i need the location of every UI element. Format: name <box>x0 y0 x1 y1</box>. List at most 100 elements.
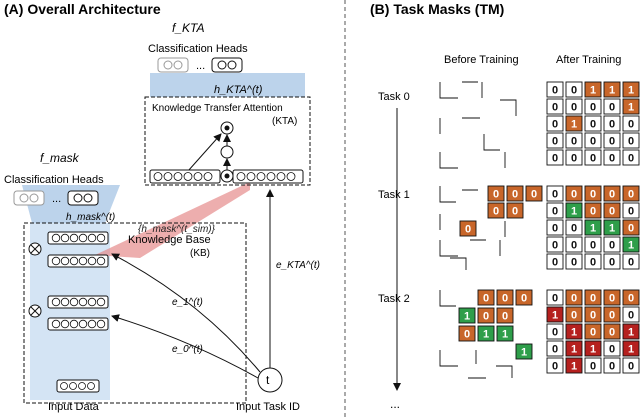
h-mask-sim-label: {h_mask^(t_sim)} <box>138 224 216 235</box>
task2-after-value: 0 <box>552 293 558 305</box>
task2-after-cell <box>603 323 621 340</box>
task1-after-cell <box>603 253 621 270</box>
task2-after-value: 0 <box>609 344 615 356</box>
task1-after-cell <box>622 219 640 236</box>
task0-after-value: 0 <box>590 119 596 131</box>
task0-label: Task 0 <box>378 91 410 103</box>
task1-after-value: 0 <box>590 240 596 252</box>
task2-after-cell <box>546 289 564 306</box>
task0-after-cell <box>565 81 583 98</box>
task1-after-cell <box>622 185 640 202</box>
task2-after-cell <box>603 306 621 323</box>
f-mask-label: f_mask <box>40 151 80 165</box>
mask-head-box-2 <box>67 190 99 206</box>
task2-after-value: 0 <box>609 361 615 373</box>
task2-after-value: 1 <box>590 344 596 356</box>
task0-after-cell <box>565 149 583 166</box>
task0-after-cell <box>584 98 602 115</box>
task1-after-value: 0 <box>571 240 577 252</box>
task1-before-value: 0 <box>531 189 537 201</box>
task1-before-cell <box>525 185 543 202</box>
task0-after-cell <box>603 132 621 149</box>
e0-arrow <box>111 314 259 379</box>
task0-after-value: 0 <box>571 153 577 165</box>
task2-after-cell <box>622 289 640 306</box>
task0-after-cell <box>584 149 602 166</box>
task0-after-value: 1 <box>590 85 596 97</box>
task1-label: Task 1 <box>378 189 410 201</box>
task1-after-cell <box>546 236 564 253</box>
kta-input-vector-left <box>149 169 221 184</box>
f-kta-label: f_KTA <box>172 21 204 35</box>
task0-after-value: 0 <box>609 102 615 114</box>
task1-after-cell <box>622 253 640 270</box>
empty-cell-outline <box>439 214 506 237</box>
task2-after-cell <box>584 340 602 357</box>
task1-after-value: 0 <box>609 257 615 269</box>
task0-after-cell <box>546 115 564 132</box>
task0-after-cell <box>565 132 583 149</box>
empty-cell-outline <box>439 239 501 257</box>
task2-after-cell <box>603 340 621 357</box>
task1-before-value: 0 <box>493 189 499 201</box>
task2-before-value: 1 <box>483 329 489 341</box>
task0-after-value: 0 <box>571 102 577 114</box>
task1-before-value: 0 <box>493 206 499 218</box>
empty-cell-outline <box>462 81 483 98</box>
task2-after-value: 0 <box>628 293 634 305</box>
empty-cell-outline <box>483 134 500 151</box>
task0-after-value: 0 <box>609 119 615 131</box>
e-kta-label: e_KTA^(t) <box>276 260 320 271</box>
task2-after-cell <box>546 357 564 374</box>
task1-before-value: 0 <box>512 189 518 201</box>
task0-after-value: 0 <box>552 119 558 131</box>
task2-before-cell <box>458 307 476 324</box>
task0-after-value: 0 <box>590 136 596 148</box>
task2-after-value: 0 <box>552 361 558 373</box>
task2-before-value: 1 <box>464 311 470 323</box>
task1-after-value: 0 <box>571 223 577 235</box>
task1-before-cell <box>506 202 524 219</box>
task2-before-cell <box>496 325 514 342</box>
task0-after-cell <box>565 98 583 115</box>
cls-heads-left-label: Classification Heads <box>4 174 104 186</box>
task2-before-value: 0 <box>483 293 489 305</box>
empty-cell-outline <box>500 99 517 116</box>
input-data-label: Input Data <box>48 401 100 413</box>
kb-title: Knowledge Base <box>128 234 211 246</box>
kta-input-vector-right <box>232 169 304 184</box>
task2-after-cell <box>622 323 640 340</box>
task0-after-cell <box>546 81 564 98</box>
task0-after-cell <box>603 115 621 132</box>
task2-after-cell <box>546 323 564 340</box>
task-node <box>257 367 283 393</box>
task1-after-value: 1 <box>590 223 596 235</box>
task1-after-value: 0 <box>628 206 634 218</box>
task0-after-value: 1 <box>609 85 615 97</box>
task2-after-value: 0 <box>552 344 558 356</box>
task1-after-value: 0 <box>590 206 596 218</box>
task0-after-value: 1 <box>571 119 577 131</box>
left-panel-title: (A) Overall Architecture <box>4 1 161 17</box>
task2-before-value: 0 <box>502 311 508 323</box>
task1-after-cell <box>584 236 602 253</box>
task2-before-cell <box>477 307 495 324</box>
task1-after-cell <box>603 236 621 253</box>
task1-before-cell <box>487 185 505 202</box>
task0-after-cell <box>565 115 583 132</box>
task2-after-value: 0 <box>609 327 615 339</box>
task2-after-cell <box>584 357 602 374</box>
task0-after-value: 0 <box>552 102 558 114</box>
task1-after-value: 0 <box>590 189 596 201</box>
task2-after-value: 0 <box>609 293 615 305</box>
kta-heads-ellipsis: ... <box>196 60 205 72</box>
task2-after-value: 1 <box>571 361 577 373</box>
task2-after-cell <box>565 323 583 340</box>
task2-after-cell <box>546 306 564 323</box>
task2-after-cell <box>603 357 621 374</box>
task0-after-cell <box>603 81 621 98</box>
task1-after-cell <box>546 219 564 236</box>
h-mask-label: h_mask^(t) <box>66 212 115 223</box>
task1-after-value: 0 <box>609 189 615 201</box>
